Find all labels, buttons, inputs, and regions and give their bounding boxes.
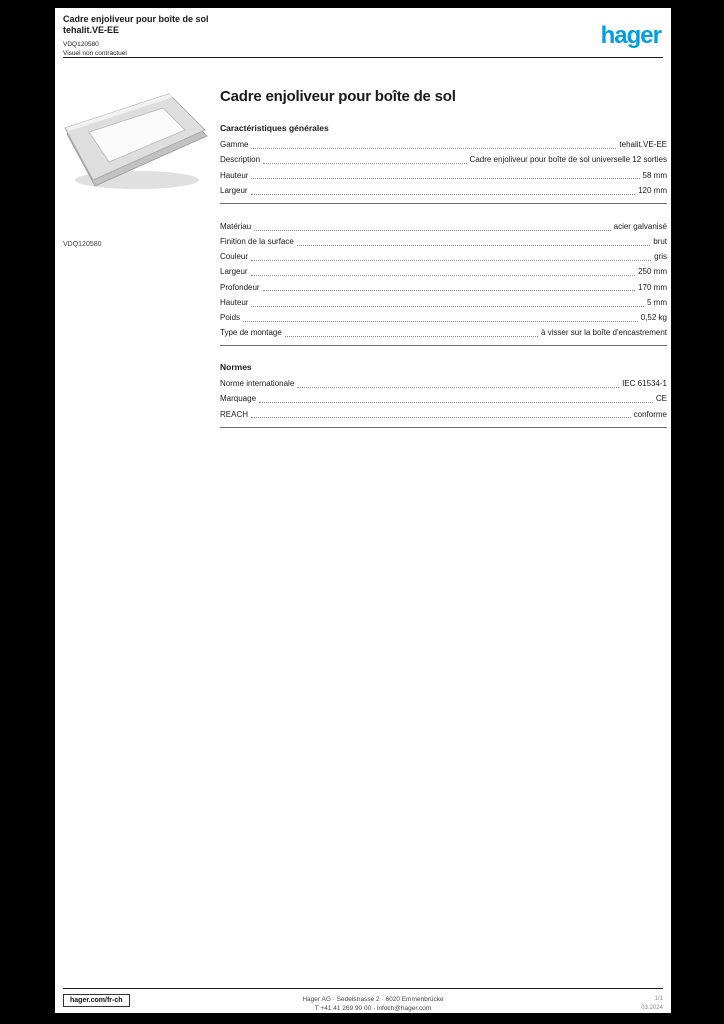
section-rule — [220, 345, 667, 347]
spec-row: Largeur 120 mm — [220, 184, 667, 199]
leader-line — [262, 290, 636, 292]
footer-divider — [63, 988, 663, 989]
spec-label: Hauteur — [220, 297, 249, 307]
spec-label: Norme internationale — [220, 379, 295, 389]
spec-row: Couleur gris — [220, 250, 667, 265]
hager-logo: hager — [600, 22, 662, 49]
spec-value: 250 mm — [638, 267, 667, 277]
leader-line — [250, 275, 636, 277]
spec-label: Poids — [220, 312, 241, 322]
spec-value: IEC 61534-1 — [622, 379, 667, 389]
spec-label: Largeur — [220, 267, 248, 277]
spec-label: Profondeur — [220, 282, 260, 292]
product-image — [59, 84, 211, 196]
spec-value: brut — [653, 237, 667, 247]
datasheet-page: Cadre enjoliveur pour boîte de sol tehal… — [55, 8, 671, 1013]
spec-row: Norme internationale IEC 61534-1 — [220, 377, 667, 392]
frame-product-illustration — [64, 93, 208, 189]
leader-line — [251, 260, 652, 262]
leader-line — [251, 305, 644, 307]
leader-line — [251, 417, 631, 419]
footer-address-line2: T +41 41 269 90 00 · infoch@hager.com — [314, 1005, 432, 1013]
spec-label: REACH — [220, 409, 249, 419]
spec-row: Hauteur 58 mm — [220, 168, 667, 183]
spec-row: Poids 0,52 kg — [220, 311, 667, 326]
header-subtext: VDQ120580 Visuel non contractuel — [63, 40, 663, 58]
spec-row: Profondeur 170 mm — [220, 280, 667, 295]
footer-date: 03.2024 — [641, 1004, 663, 1011]
spec-label: Gamme — [220, 140, 249, 150]
margin-reference: VDQ120580 — [63, 241, 102, 248]
spec-value: 0,52 kg — [640, 312, 667, 322]
leader-line — [243, 320, 638, 322]
spec-value: tehalit.VE-EE — [619, 140, 667, 150]
header-title-line2: tehalit.VE-EE — [63, 25, 120, 36]
header: Cadre enjoliveur pour boîte de sol tehal… — [63, 14, 663, 58]
section-rule — [220, 426, 667, 428]
spec-row: Marquage CE — [220, 392, 667, 407]
spec-label: Description — [220, 155, 261, 165]
leader-line — [296, 244, 651, 246]
leader-line — [251, 147, 617, 149]
leader-line — [297, 387, 620, 389]
spec-value: gris — [654, 252, 667, 262]
spec-row: Gamme tehalit.VE-EE — [220, 138, 667, 153]
spec-row: Description Cadre enjoliveur pour boîte d… — [220, 153, 667, 168]
spec-label: Couleur — [220, 252, 249, 262]
spec-row: Matériau acier galvanisé — [220, 220, 667, 235]
main-content: Cadre enjoliveur pour boîte de sol Carac… — [220, 88, 667, 432]
spec-value: CE — [655, 394, 667, 404]
spec-value: 120 mm — [638, 185, 667, 195]
spec-value: 5 mm — [647, 297, 667, 307]
spec-row: REACH conforme — [220, 407, 667, 422]
spec-label: Matériau — [220, 221, 252, 231]
section-heading: Normes — [220, 362, 252, 373]
spec-value: conforme — [633, 409, 667, 419]
spec-value: 170 mm — [638, 282, 667, 292]
leader-line — [254, 229, 611, 231]
spec-row: Type de montage à visser sur la boîte d'e… — [220, 326, 667, 341]
spec-value: Cadre enjoliveur pour boîte de sol unive… — [469, 155, 667, 165]
footer: hager.com/fr-ch Hager AG · Sedelstrasse … — [63, 992, 663, 1012]
spec-value: à visser sur la boîte d'encastrement — [540, 328, 667, 338]
spec-row: Finition de la surface brut — [220, 235, 667, 250]
leader-line — [251, 178, 640, 180]
header-divider — [63, 57, 663, 58]
spec-label: Largeur — [220, 185, 248, 195]
spec-label: Hauteur — [220, 170, 249, 180]
section-heading: Caractéristiques générales — [220, 123, 329, 133]
footer-page-info: 1/1 03.2024 — [641, 995, 663, 1012]
header-product-title: Cadre enjoliveur pour boîte de sol tehal… — [63, 14, 663, 37]
leader-line — [250, 193, 636, 195]
header-reference: VDQ120580 — [63, 40, 99, 48]
product-title: Cadre enjoliveur pour boîte de sol — [220, 88, 456, 105]
header-note: Visuel non contractuel — [63, 49, 127, 57]
spec-value: 58 mm — [642, 170, 667, 180]
section-rule — [220, 202, 667, 204]
spec-value: acier galvanisé — [613, 221, 667, 231]
footer-website-link[interactable]: hager.com/fr-ch — [63, 994, 130, 1007]
spec-label: Type de montage — [220, 328, 282, 338]
leader-line — [259, 402, 653, 404]
header-title-line1: Cadre enjoliveur pour boîte de sol — [63, 14, 209, 24]
footer-address: Hager AG · Sedelstrasse 2 · 6020 Emmenbr… — [248, 995, 498, 1014]
leader-line — [263, 163, 467, 165]
leader-line — [284, 335, 538, 337]
spec-label: Finition de la surface — [220, 237, 294, 247]
footer-page-number: 1/1 — [654, 996, 663, 1002]
spec-label: Marquage — [220, 394, 257, 404]
footer-address-line1: Hager AG · Sedelstrasse 2 · 6020 Emmenbr… — [302, 996, 444, 1003]
spec-row: Hauteur 5 mm — [220, 296, 667, 311]
spec-row: Largeur 250 mm — [220, 265, 667, 280]
